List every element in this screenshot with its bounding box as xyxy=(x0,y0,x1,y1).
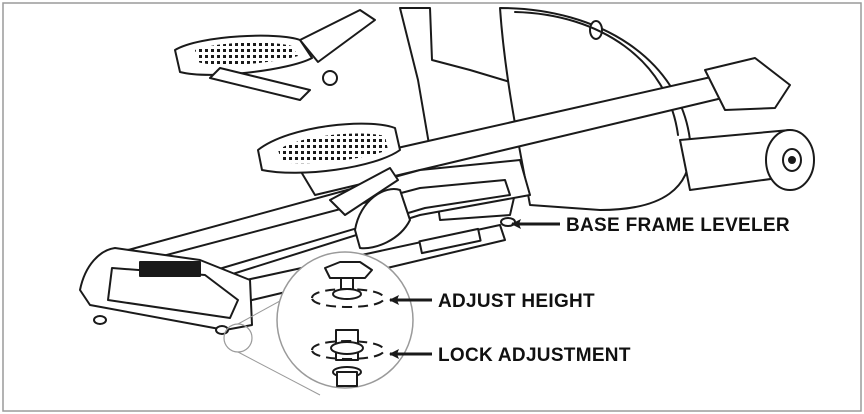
side-rail-grip xyxy=(704,57,791,111)
callout-adjust-height: ADJUST HEIGHT xyxy=(389,291,595,312)
lower-leveler-nut xyxy=(330,341,364,355)
magnified-leveler xyxy=(311,261,385,387)
upper-link xyxy=(209,67,311,101)
upper-pedal-tread xyxy=(195,42,298,65)
lower-rotation-arrow xyxy=(311,340,385,360)
elliptical-machine xyxy=(79,7,815,335)
lower-pedal-tread xyxy=(278,133,388,164)
label-adjust-height: ADJUST HEIGHT xyxy=(438,291,595,312)
label-base-frame-leveler: BASE FRAME LEVELER xyxy=(566,215,790,236)
front-foot-left xyxy=(93,315,107,325)
upper-leveler-nut xyxy=(332,288,362,300)
upper-leveler-bracket xyxy=(324,261,373,279)
label-lock-adjustment: LOCK ADJUSTMENT xyxy=(438,345,631,366)
zoom-line-bottom xyxy=(237,351,321,396)
crank-arm xyxy=(354,188,411,250)
front-link xyxy=(329,167,399,216)
upper-pedal-arm xyxy=(299,9,376,63)
leveler-base xyxy=(336,371,358,387)
pivot-bolt xyxy=(322,70,338,86)
callout-lock-adjustment: LOCK ADJUSTMENT xyxy=(389,345,631,366)
base-rail-slot xyxy=(418,227,482,255)
end-cap-badge xyxy=(139,261,201,277)
callout-base-frame-leveler: BASE FRAME LEVELER xyxy=(511,215,790,236)
transport-wheel-center xyxy=(788,156,796,164)
upper-rotation-arrow xyxy=(311,288,385,308)
